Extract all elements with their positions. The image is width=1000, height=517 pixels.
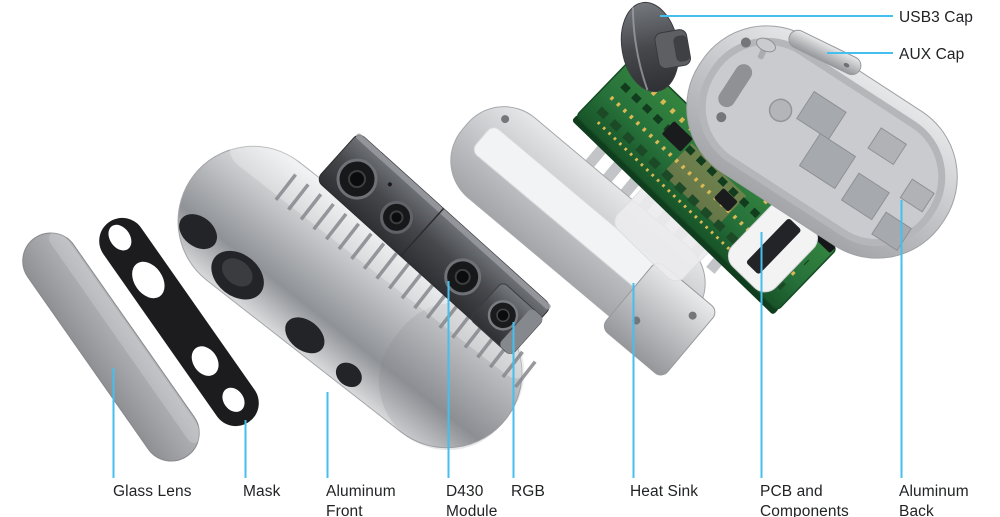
leader-lines xyxy=(112,15,903,478)
screw xyxy=(756,37,776,60)
label-aux-cap: AUX Cap xyxy=(899,46,965,63)
label-aluminum-back: Aluminum Back xyxy=(899,483,969,517)
back-slot xyxy=(718,64,753,108)
label-glass-lens: Glass Lens xyxy=(113,483,192,500)
aluminum-back-part xyxy=(686,25,958,259)
aux-cap-part xyxy=(788,29,862,76)
aluminum-front-part xyxy=(177,128,539,451)
usb3-cap-part xyxy=(620,1,691,93)
label-usb3-cap: USB3 Cap xyxy=(899,9,974,26)
label-pcb-and-components: PCB and Components xyxy=(760,483,849,517)
mask-part xyxy=(99,217,259,427)
glass-lens-part xyxy=(22,230,203,462)
pcb-pads xyxy=(632,71,820,254)
label-heat-sink: Heat Sink xyxy=(630,483,699,500)
rgb-module-part xyxy=(471,283,543,355)
label-aluminum-front: Aluminum Front xyxy=(326,483,396,517)
label-d430-module: D430 Module xyxy=(446,483,498,517)
label-mask: Mask xyxy=(243,483,281,500)
label-rgb: RGB xyxy=(511,483,545,500)
vent-ribs xyxy=(274,173,539,390)
